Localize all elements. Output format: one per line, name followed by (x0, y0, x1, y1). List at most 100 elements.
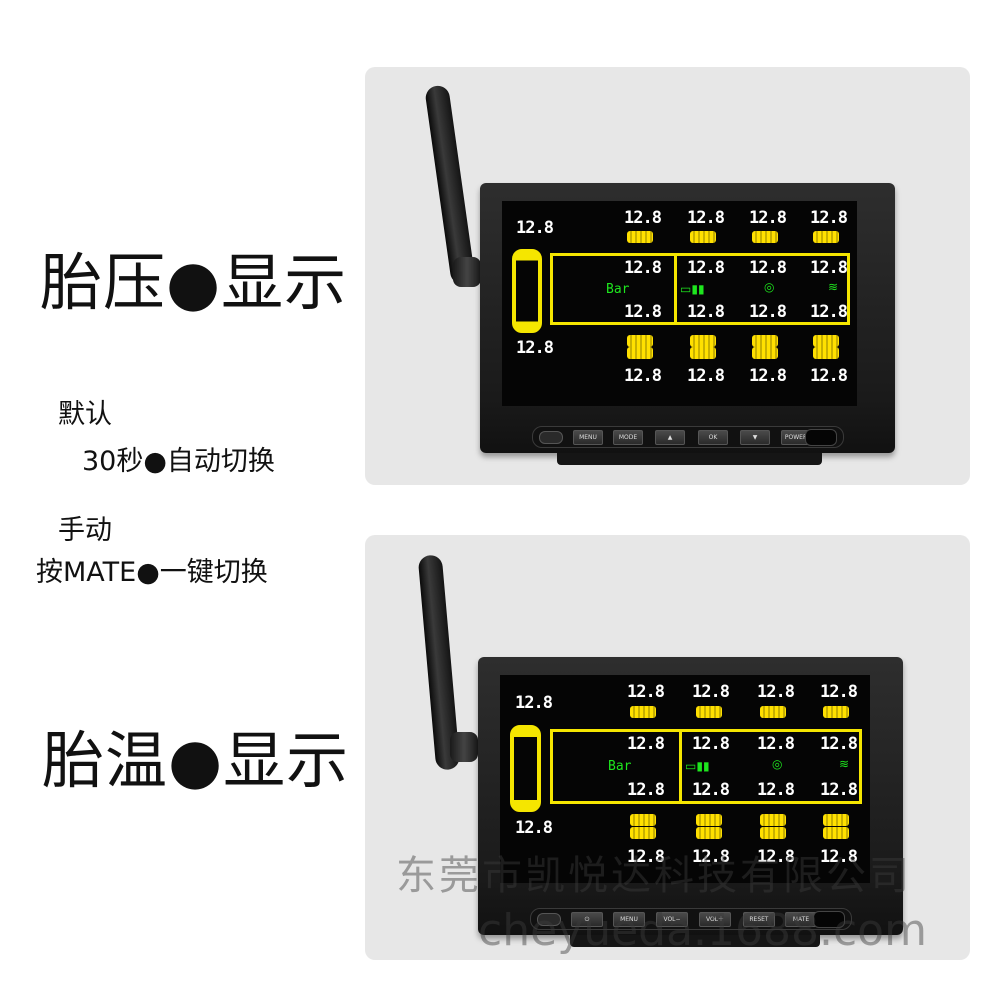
tire (630, 827, 656, 839)
signal-icon: ≋ (839, 757, 850, 771)
power-led (813, 911, 845, 928)
axle-divider (674, 253, 677, 325)
device-button-0[interactable]: MENU (573, 430, 603, 445)
tire (813, 231, 839, 243)
pressure-reading: 12.8 (687, 208, 725, 228)
device-button-2[interactable]: ▲ (655, 430, 685, 445)
device-button-1[interactable]: MODE (613, 430, 643, 445)
tire-warning-icon: ◎ (772, 757, 783, 771)
pressure-reading: 12.8 (757, 682, 795, 702)
pressure-reading: 12.8 (810, 208, 848, 228)
manual-label: 手动 (58, 515, 112, 546)
pressure-reading: 12.8 (757, 734, 795, 754)
default-label: 默认 (58, 399, 112, 430)
device-button-2[interactable]: VOL− (656, 912, 688, 927)
tire (823, 814, 849, 826)
pressure-reading: 12.8 (627, 682, 665, 702)
pressure-reading: 12.8 (687, 366, 725, 386)
pressure-reading: 12.8 (749, 366, 787, 386)
signal-icon: ≋ (828, 280, 839, 294)
tire (696, 706, 722, 718)
pressure-reading: 12.8 (820, 847, 858, 867)
device-button-1[interactable]: MENU (613, 912, 645, 927)
tire (690, 231, 716, 243)
pressure-reading: 12.8 (516, 218, 554, 238)
pressure-reading: 12.8 (627, 847, 665, 867)
pressure-reading: 12.8 (749, 258, 787, 278)
unit-label: Bar (608, 759, 632, 774)
device-button-3[interactable]: VOL＋ (699, 912, 731, 927)
truck-cab (512, 249, 542, 333)
device-button-3[interactable]: OK (698, 430, 728, 445)
pressure-reading: 12.8 (515, 818, 553, 838)
pressure-reading: 12.8 (624, 258, 662, 278)
pressure-reading: 12.8 (687, 302, 725, 322)
tire-temp-label: 胎温●显示 (42, 724, 350, 797)
tire (627, 231, 653, 243)
device-button-0[interactable]: ⏻ (571, 912, 603, 927)
tire (823, 706, 849, 718)
mate-switch-label: 按MATE●一键切换 (36, 557, 268, 588)
button-bar: MENU MODE ▲ OK ▼ POWER (532, 426, 844, 448)
pressure-reading: 12.8 (810, 258, 848, 278)
pressure-reading: 12.8 (820, 734, 858, 754)
device-button-4[interactable]: ▼ (740, 430, 770, 445)
lcd-screen: 12.8 12.8 12.8 12.8 12.8 12.8 12.8 12.8 12.8 12.8… (500, 675, 870, 883)
axle-divider (679, 729, 682, 804)
pressure-reading: 12.8 (516, 338, 554, 358)
device-button-5[interactable]: POWER (781, 430, 811, 445)
battery-icon: ▭▮▮ (685, 759, 710, 773)
antenna-joint (453, 257, 481, 287)
monitor-device: 12.8 12.8 12.8 12.8 12.8 12.8 12.8 12.8 12.8 12.8… (478, 657, 903, 935)
tire (752, 231, 778, 243)
microphone-icon (539, 431, 563, 444)
pressure-reading: 12.8 (624, 366, 662, 386)
truck-frame (550, 253, 850, 325)
device-stand (557, 453, 822, 465)
pressure-reading: 12.8 (692, 780, 730, 800)
tire (630, 706, 656, 718)
unit-label: Bar (606, 282, 630, 297)
tire (760, 706, 786, 718)
tire (752, 347, 778, 359)
tire (696, 814, 722, 826)
pressure-reading: 12.8 (810, 366, 848, 386)
pressure-reading: 12.8 (749, 208, 787, 228)
tire (696, 827, 722, 839)
pressure-reading: 12.8 (749, 302, 787, 322)
tire-pressure-label: 胎压●显示 (40, 246, 348, 319)
truck-cab (510, 725, 541, 812)
tire-warning-icon: ◎ (764, 280, 775, 294)
tire (813, 335, 839, 347)
lcd-screen: 12.8 12.8 12.8 12.8 12.8 12.8 12.8 12.8 12.8 12.8… (502, 201, 857, 406)
tire (690, 347, 716, 359)
pressure-reading: 12.8 (757, 780, 795, 800)
pressure-reading: 12.8 (627, 734, 665, 754)
pressure-reading: 12.8 (692, 682, 730, 702)
tire (813, 347, 839, 359)
device-button-4[interactable]: RESET (743, 912, 775, 927)
monitor-device: 12.8 12.8 12.8 12.8 12.8 12.8 12.8 12.8 12.8 12.8… (480, 183, 895, 453)
company-watermark: 东莞市凯悦达科技有限公司 (396, 853, 912, 899)
battery-icon: ▭▮▮ (680, 282, 705, 296)
device-stand (570, 935, 820, 947)
pressure-reading: 12.8 (687, 258, 725, 278)
pressure-reading: 12.8 (820, 780, 858, 800)
pressure-reading: 12.8 (820, 682, 858, 702)
tire (627, 347, 653, 359)
pressure-reading: 12.8 (627, 780, 665, 800)
pressure-reading: 12.8 (692, 847, 730, 867)
truck-frame (550, 729, 862, 804)
tire (630, 814, 656, 826)
pressure-reading: 12.8 (624, 302, 662, 322)
pressure-reading: 12.8 (515, 693, 553, 713)
microphone-icon (537, 913, 561, 926)
tire (752, 335, 778, 347)
pressure-reading: 12.8 (624, 208, 662, 228)
pressure-reading: 12.8 (757, 847, 795, 867)
url-watermark: cheyueda.1688.com (478, 905, 927, 956)
antenna-joint (450, 732, 478, 762)
power-led (805, 429, 837, 446)
tire (760, 814, 786, 826)
